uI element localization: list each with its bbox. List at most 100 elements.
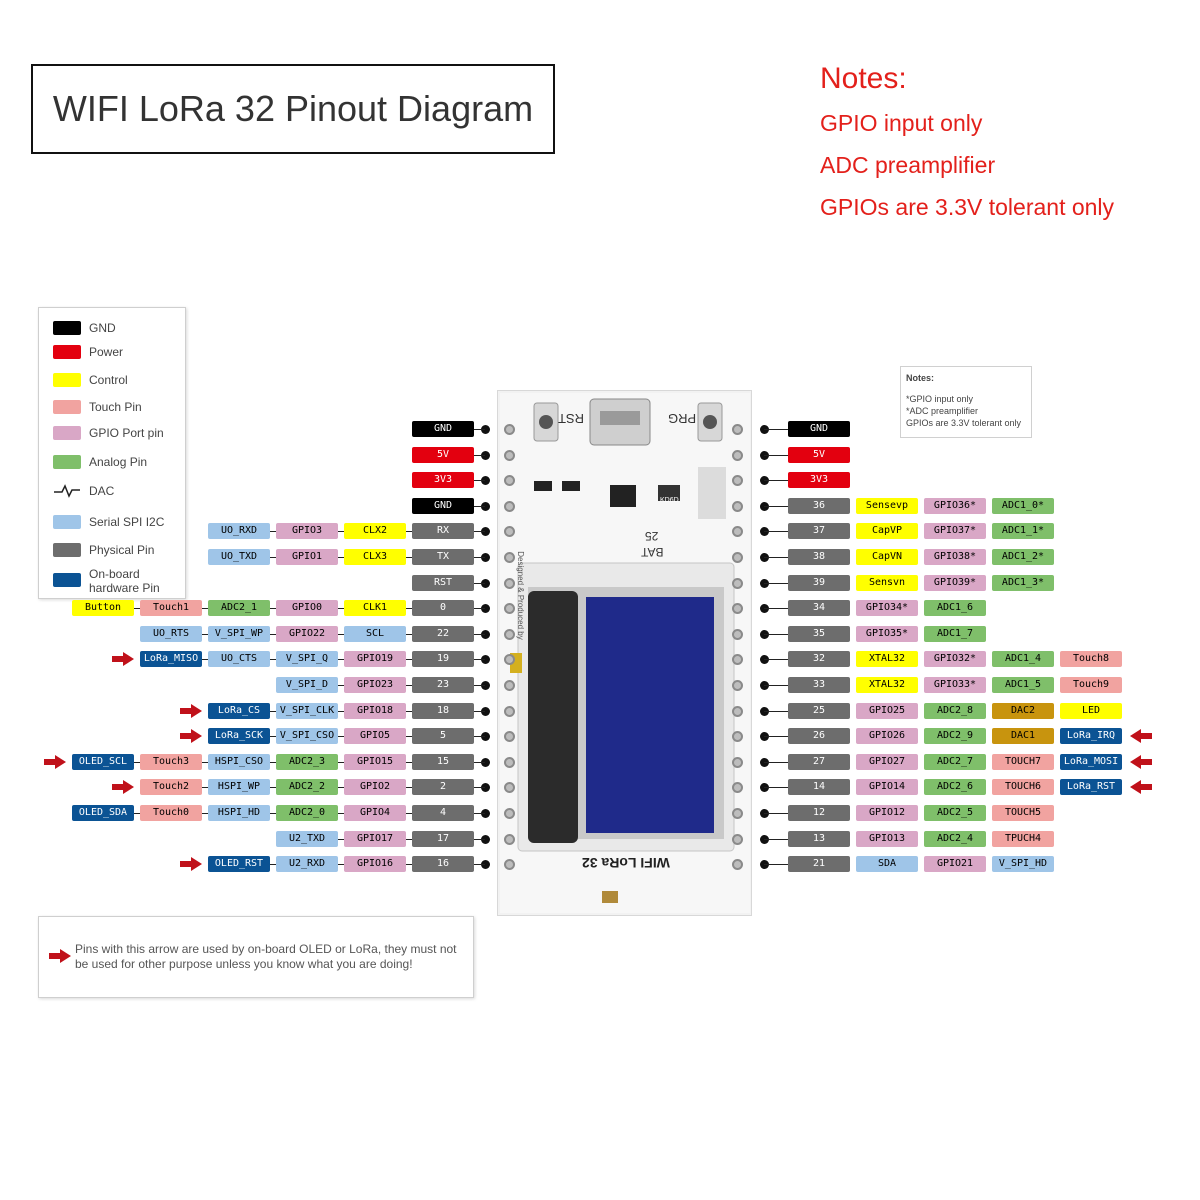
legend-swatch [53, 573, 81, 587]
pin-label-oled-scl: OLED_SCL [72, 753, 134, 770]
pin-label-clx2: CLX2 [344, 523, 406, 540]
pin-label-hspi-cso: HSPI_CSO [208, 753, 270, 770]
pin-label-rst: RST [412, 574, 474, 591]
pin-label-uo-cts: UO_CTS [208, 651, 270, 668]
pin-line [338, 838, 485, 840]
bottom-note: Pins with this arrow are used by on-boar… [38, 916, 474, 998]
onboard-arrow-icon [1130, 729, 1152, 744]
pin-label-25: 25 [788, 702, 850, 719]
pin-hole [732, 654, 743, 666]
pin-dot [481, 604, 490, 614]
pin-line [202, 633, 485, 635]
pin-label-gpio21: GPIO21 [924, 856, 986, 873]
pin-dot [481, 553, 490, 562]
pin-dot [481, 629, 490, 639]
pin-label-gpio38-: GPIO38* [924, 549, 986, 565]
onboard-arrow-icon [1130, 780, 1152, 795]
rst-label: RST [558, 411, 584, 426]
legend-label: GND [89, 321, 116, 335]
pin-hole [732, 526, 743, 538]
pin-line [764, 505, 788, 507]
notes-panel: Notes: GPIO input only ADC preamplifier … [820, 62, 1114, 236]
pin-dot [481, 425, 490, 434]
pin-line [764, 864, 788, 866]
notes-heading: Notes: [820, 62, 907, 95]
pin-label-adc2-5: ADC2_5 [924, 805, 986, 821]
pin-line [764, 685, 788, 686]
pin-hole [504, 705, 515, 717]
pin-dot [481, 860, 490, 870]
pin-label-lora-rst: LoRa_RST [1060, 779, 1122, 796]
pin-label-17: 17 [412, 830, 474, 847]
onboard-arrow-icon [180, 729, 202, 744]
pin-label-13: 13 [788, 830, 850, 847]
pin-hole [504, 680, 515, 691]
pin-line [764, 608, 788, 610]
bat-number: 25 [645, 529, 659, 543]
pin-label-14: 14 [788, 779, 850, 796]
chip-label: KD6D [660, 497, 679, 504]
pin-label-touch3: Touch3 [140, 753, 202, 770]
pin-hole [504, 833, 515, 845]
notes-line: GPIO input only [820, 110, 983, 136]
legend-item: Serial SPI I2C [53, 515, 164, 529]
pin-label-gpio18: GPIO18 [344, 702, 406, 719]
legend-label: Serial SPI I2C [89, 515, 165, 529]
pin-label-33: 33 [788, 677, 850, 693]
pin-line [764, 531, 788, 533]
pin-hole [504, 782, 515, 794]
pin-label-adc1-4: ADC1_4 [992, 651, 1054, 668]
pin-label-gpio13: GPIO13 [856, 830, 918, 847]
pin-label-sda: SDA [856, 856, 918, 873]
pin-label-dac2: DAC2 [992, 702, 1054, 719]
board-name-label: WIFI LoRa 32 [582, 855, 670, 871]
pin-dot [481, 578, 490, 588]
pin-label-19: 19 [412, 651, 474, 668]
pin-line [764, 557, 788, 558]
pin-label-oled-rst: OLED_RST [208, 856, 270, 873]
legend-item: DAC [53, 484, 114, 498]
pin-line [764, 582, 788, 584]
pin-hole [732, 808, 743, 819]
small-notes-heading: Notes: [906, 373, 935, 383]
pin-line [202, 787, 485, 789]
bat-label: BAT [641, 545, 664, 559]
board: RST PRG BAT 25 KD6D Designed & Produced … [497, 390, 752, 916]
pin-dot [481, 834, 490, 844]
pin-dot [481, 732, 490, 742]
pin-label-35: 35 [788, 625, 850, 642]
pin-label-touch5: TOUCH5 [992, 805, 1054, 821]
pin-hole [732, 449, 743, 461]
pin-label-adc1-1-: ADC1_1* [992, 523, 1054, 540]
pin-hole [504, 500, 515, 512]
pin-dot [481, 450, 490, 460]
pin-hole [504, 859, 515, 871]
legend-item: Analog Pin [53, 455, 147, 469]
pin-label-uo-rxd: UO_RXD [208, 523, 270, 540]
legend-label: Physical Pin [89, 543, 155, 557]
pin-label-26: 26 [788, 728, 850, 745]
title-box: WIFI LoRa 32 Pinout Diagram [31, 64, 555, 154]
pin-dot [481, 476, 490, 486]
pin-label-gpio4: GPIO4 [344, 805, 406, 821]
pin-label-gpio23: GPIO23 [344, 677, 406, 693]
pin-line [474, 582, 485, 584]
pin-label-v-spi-cso: V_SPI_CSO [276, 728, 338, 745]
pin-label-gpio0: GPIO0 [276, 600, 338, 617]
pin-hole [732, 680, 743, 691]
small-notes-line: *ADC preamplifier [906, 406, 979, 416]
pin-label-15: 15 [412, 753, 474, 770]
pin-hole [732, 628, 743, 640]
pin-label-gpio25: GPIO25 [856, 702, 918, 719]
legend-label: DAC [89, 484, 115, 498]
pin-label-clk1: CLK1 [344, 600, 406, 617]
pin-label-adc2-4: ADC2_4 [924, 830, 986, 847]
pin-dot [481, 783, 490, 793]
pin-label-37: 37 [788, 523, 850, 540]
legend-label: Control [89, 373, 128, 387]
pin-dot [481, 655, 490, 665]
pin-label-gpio34-: GPIO34* [856, 600, 918, 617]
pin-label-xtal32: XTAL32 [856, 651, 918, 668]
pin-label-xtal32: XTAL32 [856, 677, 918, 693]
pin-label-rx: RX [412, 523, 474, 540]
